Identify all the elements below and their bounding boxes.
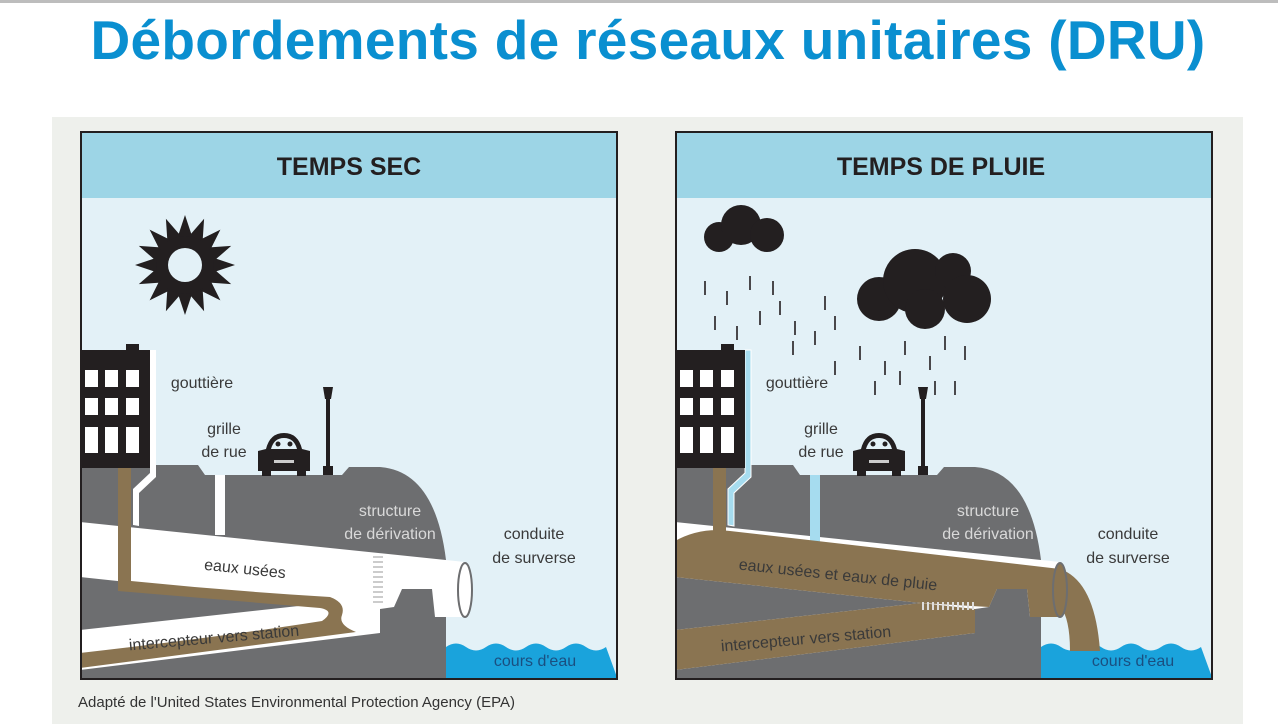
car-wheel [892, 470, 901, 476]
label-grate: grille [804, 421, 838, 438]
cloud-icon [704, 205, 784, 252]
car-icon [853, 433, 905, 476]
window [85, 370, 98, 387]
building-icon [675, 344, 745, 468]
window [126, 427, 139, 453]
window [126, 370, 139, 387]
wet-weather-panel: TEMPS DE PLUIE gouttière grille de rue s… [675, 131, 1213, 680]
header-band [675, 131, 1213, 198]
top-border [0, 0, 1278, 3]
downspout [133, 350, 156, 526]
lamp-post [326, 399, 330, 475]
label-gutter: gouttière [171, 375, 233, 392]
sun-center [168, 248, 202, 282]
sewer-connection [118, 467, 131, 468]
panel-header: TEMPS DE PLUIE [837, 153, 1045, 181]
window [85, 398, 98, 415]
label-outfall: conduite [1098, 526, 1159, 543]
river-water [446, 643, 618, 680]
lamp-base [323, 466, 333, 475]
label-river: cours d'eau [1092, 653, 1174, 670]
car-grille [274, 460, 294, 463]
window [105, 427, 118, 453]
window [721, 427, 734, 453]
window [126, 398, 139, 415]
lamp-head [918, 387, 928, 399]
downspout [727, 349, 752, 527]
dry-weather-panel: TEMPS SEC gouttière grille de rue struct… [80, 131, 618, 680]
panel-header: TEMPS SEC [277, 153, 421, 181]
label-grate-2: de rue [201, 444, 246, 461]
window [721, 398, 734, 415]
window [700, 370, 713, 387]
interceptor-flow [675, 603, 975, 670]
car-wheel [262, 470, 271, 476]
combined-flow [675, 530, 1060, 617]
river-water [1041, 643, 1213, 680]
window [700, 398, 713, 415]
label-outfall-2: de surverse [1086, 550, 1170, 567]
lamp-head [323, 387, 333, 399]
street-lamp-icon [323, 387, 333, 475]
pipe-divider [675, 577, 921, 630]
page-title: Débordements de réseaux unitaires (DRU) [90, 9, 1206, 71]
label-gutter: gouttière [766, 375, 828, 392]
window [680, 427, 693, 453]
sewer-connection [713, 467, 726, 468]
grate-pipe [215, 475, 225, 535]
car-body [853, 433, 905, 471]
building-chimney [721, 344, 734, 352]
grate-pipe [810, 475, 820, 551]
cloud-icon [857, 249, 991, 329]
outfall-opening [1052, 562, 1068, 618]
building-sewer-flow [713, 461, 726, 536]
car-passenger [275, 441, 281, 447]
window [680, 398, 693, 415]
label-structure: structure [359, 503, 421, 520]
lamp-post [921, 399, 925, 475]
window [721, 370, 734, 387]
window [85, 427, 98, 453]
car-passenger [870, 441, 876, 447]
label-grate-2: de rue [798, 444, 843, 461]
building-chimney [126, 344, 139, 352]
cloud-puff [905, 289, 945, 329]
header-band [80, 131, 618, 198]
car-passenger [287, 441, 293, 447]
panel-border [80, 131, 618, 680]
building-icon [80, 344, 150, 468]
label-structure-2: de dérivation [344, 526, 436, 543]
panel-border [675, 131, 1213, 680]
car-body [258, 433, 310, 471]
label-grate: grille [207, 421, 241, 438]
window [700, 427, 713, 453]
cloud-puff [750, 218, 784, 252]
car-wheel [297, 470, 306, 476]
label-structure-2: de dérivation [942, 526, 1034, 543]
source-caption: Adapté de l'United States Environmental … [78, 694, 515, 711]
sun-icon [135, 215, 235, 315]
outfall-opening [457, 562, 473, 618]
label-outfall-2: de surverse [492, 550, 576, 567]
label-structure: structure [957, 503, 1019, 520]
window [105, 398, 118, 415]
car-grille [869, 460, 889, 463]
lamp-base [918, 466, 928, 475]
label-outfall: conduite [504, 526, 565, 543]
cloud-puff [943, 275, 991, 323]
car-wheel [857, 470, 866, 476]
car-icon [258, 433, 310, 476]
window [105, 370, 118, 387]
car-passenger [882, 441, 888, 447]
street-lamp-icon [918, 387, 928, 475]
label-river: cours d'eau [494, 653, 576, 670]
window [680, 370, 693, 387]
